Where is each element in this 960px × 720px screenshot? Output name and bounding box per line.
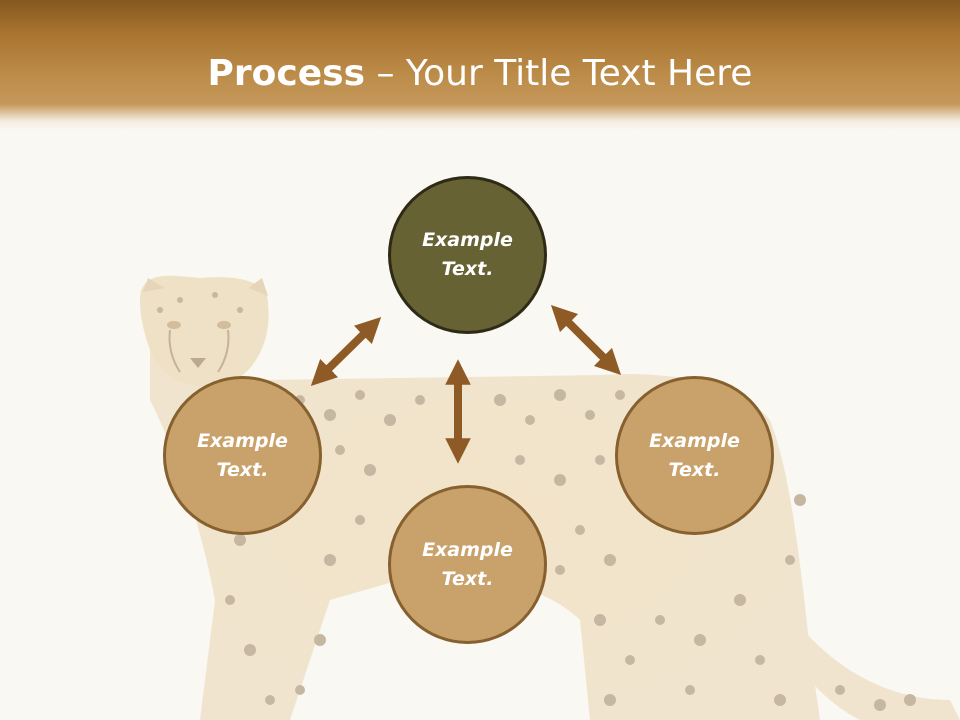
- title-bar: [0, 0, 960, 130]
- bottom-node: Example Text.: [388, 485, 547, 644]
- title-bold-text: Process: [207, 53, 366, 94]
- center-node-line2: Text.: [441, 258, 494, 280]
- center-node-label: Example Text.: [413, 226, 523, 284]
- page-title: Process – Your Title Text Here: [0, 52, 960, 96]
- center-node-line1: Example: [422, 229, 513, 251]
- left-node: Example Text.: [163, 376, 322, 535]
- right-node-line1: Example: [649, 429, 740, 452]
- title-rest-text: – Your Title Text Here: [365, 53, 753, 94]
- center-node: Example Text.: [388, 176, 547, 334]
- left-node-label: Example Text.: [188, 427, 298, 485]
- left-node-line1: Example: [197, 429, 288, 452]
- right-node: Example Text.: [615, 376, 774, 535]
- bottom-node-line1: Example: [422, 538, 513, 561]
- right-node-line2: Text.: [668, 458, 721, 481]
- bottom-node-line2: Text.: [441, 567, 494, 590]
- bottom-node-label: Example Text.: [413, 536, 523, 594]
- right-node-label: Example Text.: [640, 427, 750, 485]
- left-node-line2: Text.: [216, 458, 269, 481]
